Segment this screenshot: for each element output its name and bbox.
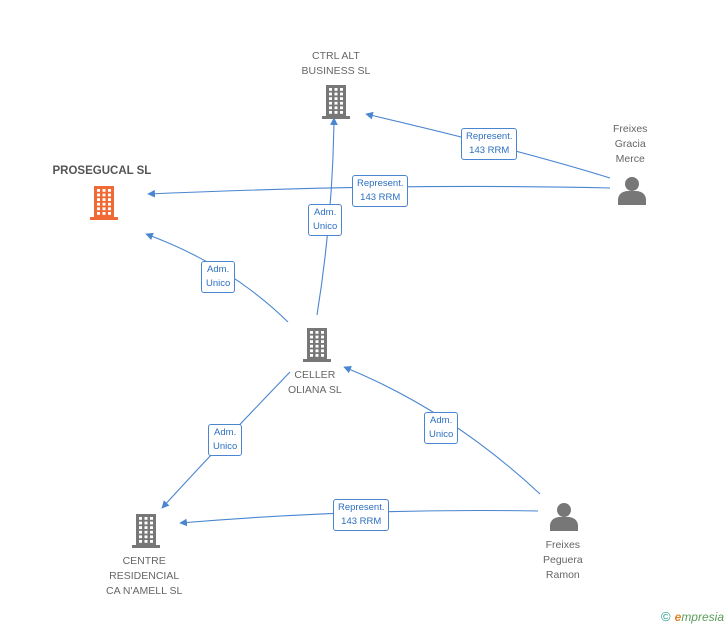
footer-brand: ©empresia	[661, 609, 724, 624]
edge-label-line: Represent.	[338, 502, 385, 513]
node-label-prose[interactable]: PROSEGUCAL SL	[53, 164, 152, 179]
edge-label-line: Unico	[213, 441, 238, 452]
edge-label-line: Adm.	[207, 264, 230, 275]
edge-label-line: Unico	[206, 278, 231, 289]
node-label-celler[interactable]: CELLER OLIANA SL	[288, 368, 342, 398]
edge-label-line: Unico	[429, 429, 454, 440]
edge-label-line: Represent.	[357, 178, 404, 189]
edge-label-ramon-to-celler[interactable]: Adm. Unico	[424, 412, 459, 444]
building-icon[interactable]	[322, 85, 350, 119]
node-label-line: CTRL ALT	[312, 50, 360, 62]
building-icon[interactable]	[132, 514, 160, 548]
edge-label-celler-to-ctrl[interactable]: Adm. Unico	[308, 204, 343, 236]
node-label-line: RESIDENCIAL	[109, 570, 180, 582]
edge-label-merce-to-prose[interactable]: Represent. 143 RRM	[352, 175, 409, 207]
copyright-symbol: ©	[661, 609, 671, 624]
edge-label-celler-to-centre[interactable]: Adm. Unico	[208, 424, 243, 456]
brand-name: mpresia	[681, 610, 724, 624]
node-label-line: OLIANA SL	[288, 384, 342, 396]
edge-label-line: Adm.	[314, 207, 337, 218]
edge-label-celler-to-prose[interactable]: Adm. Unico	[201, 261, 236, 293]
edge-label-line: 143 RRM	[469, 145, 510, 156]
edge-label-line: Adm.	[430, 415, 453, 426]
node-label-line: Freixes	[545, 539, 581, 551]
edge-label-line: Represent.	[466, 131, 513, 142]
node-label-line: CA N'AMELL SL	[106, 585, 183, 597]
node-label-line: CELLER	[294, 369, 336, 381]
person-icon[interactable]	[550, 503, 578, 531]
edge-label-line: 143 RRM	[360, 192, 401, 203]
node-label-line: Gracia	[614, 138, 646, 150]
person-icon[interactable]	[618, 177, 646, 205]
node-label-line: Merce	[615, 153, 645, 165]
edge-label-line: 143 RRM	[341, 516, 382, 527]
edge-label-line: Adm.	[214, 427, 237, 438]
node-label-line: Freixes	[613, 123, 648, 135]
node-label-centre[interactable]: CENTRE RESIDENCIAL CA N'AMELL SL	[106, 554, 182, 599]
node-label-line: CENTRE	[122, 555, 166, 567]
edge-label-ramon-to-centre[interactable]: Represent. 143 RRM	[333, 499, 390, 531]
node-label-line: Ramon	[545, 569, 580, 581]
node-label-ctrl[interactable]: CTRL ALT BUSINESS SL	[302, 49, 371, 79]
node-label-line: PROSEGUCAL SL	[52, 165, 152, 177]
brand-e: e	[674, 610, 682, 624]
node-label-line: Peguera	[543, 554, 583, 566]
edge-label-merce-to-ctrl[interactable]: Represent. 143 RRM	[461, 128, 518, 160]
edge-label-line: Unico	[313, 221, 338, 232]
building-icon[interactable]	[90, 186, 118, 220]
node-label-line: BUSINESS SL	[301, 65, 371, 77]
building-icon[interactable]	[303, 328, 331, 362]
